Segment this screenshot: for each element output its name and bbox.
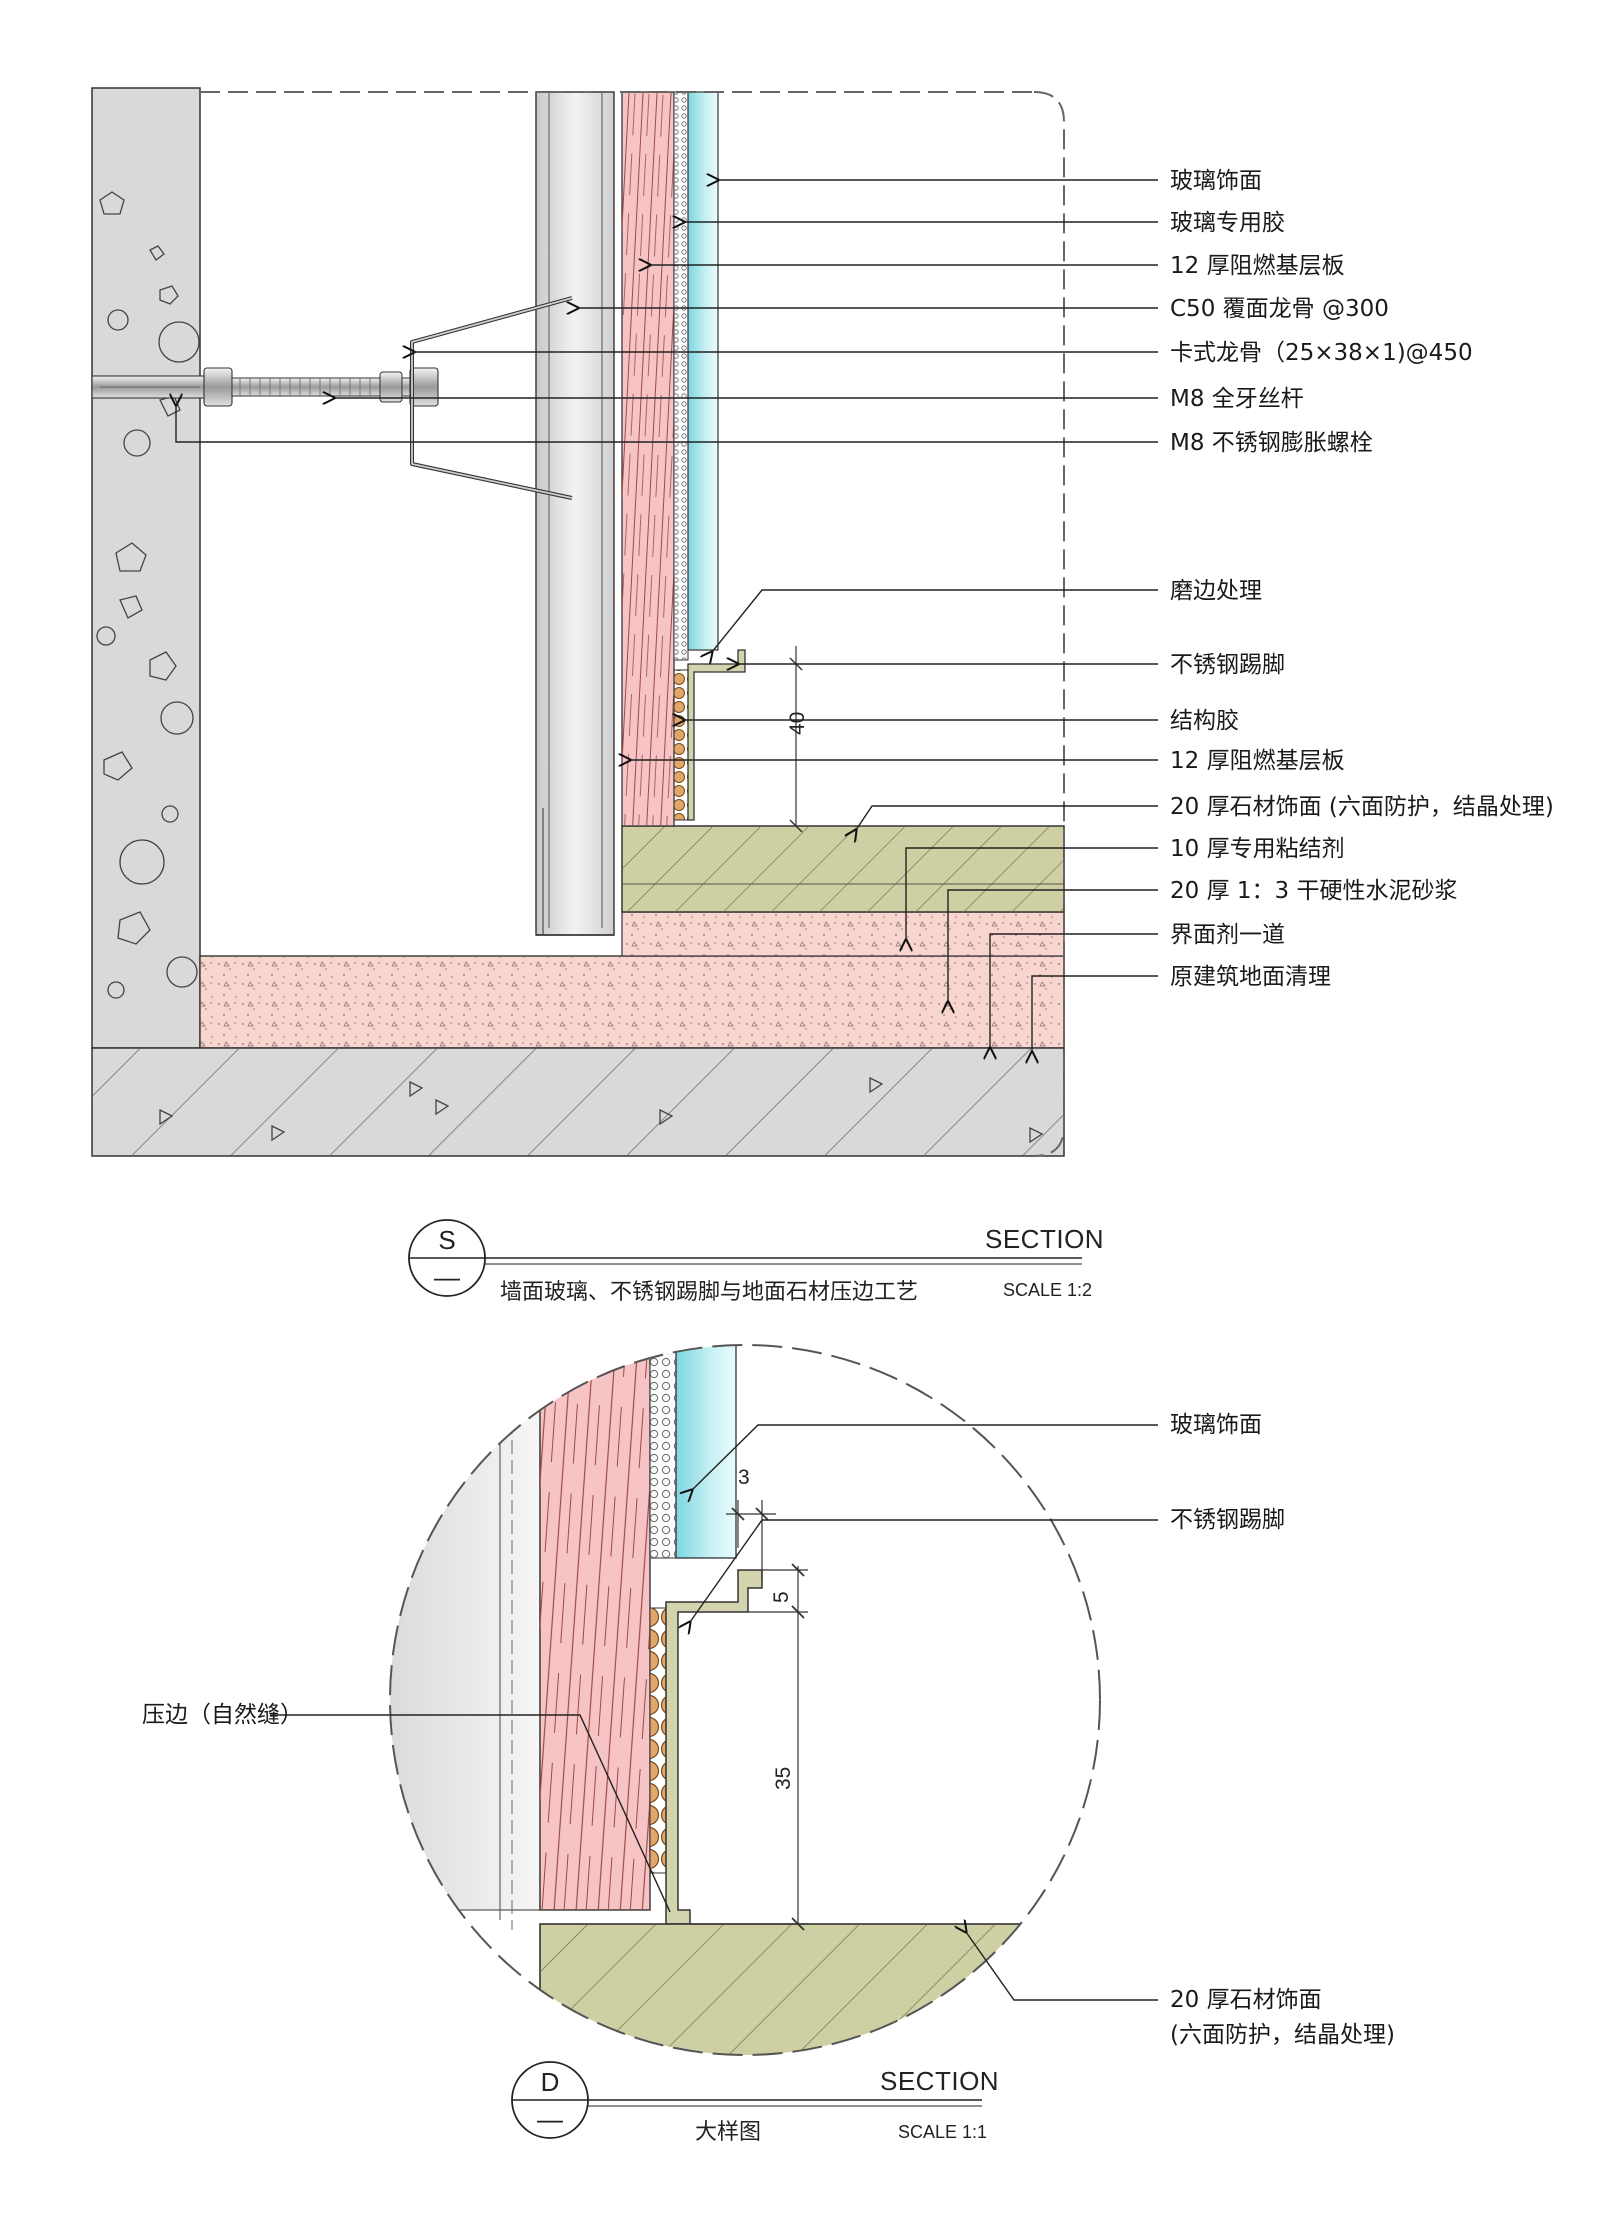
section-d-title-block: [511, 2061, 982, 2139]
section-d-word: SECTION: [880, 2066, 1000, 2096]
label-threaded-rod: M8 全牙丝杆: [1170, 386, 1304, 412]
detail-stud: [390, 1345, 541, 1911]
slab-aggregate: [159, 1076, 1044, 1144]
dimension-40: 40: [786, 711, 809, 735]
detail-dimensions: [690, 1500, 808, 1931]
label-detail-edge: 压边（自然缝）: [142, 1702, 303, 1728]
section-d-title: 大样图: [695, 2120, 762, 2145]
label-expansion-bolt: M8 不锈钢膨胀螺栓: [1170, 430, 1373, 456]
detail-glass: [675, 1345, 737, 1559]
detail-circle: [389, 1344, 1101, 2056]
glass-panel: [687, 91, 719, 651]
concrete-wall: [91, 87, 201, 1049]
section-s-scale: SCALE 1:2: [1003, 1280, 1093, 1300]
section-d-sub: —: [537, 2104, 563, 2134]
label-structural-glue: 结构胶: [1170, 708, 1239, 734]
section-s-title-block: [408, 1219, 1082, 1297]
section-d-id: D: [540, 2067, 560, 2097]
dimension-5: 5: [770, 1591, 793, 1603]
label-base-board-2: 12 厚阻燃基层板: [1170, 748, 1345, 774]
label-stone-finish: 20 厚石材饰面 (六面防护，结晶处理): [1170, 794, 1554, 820]
label-detail-stone-1: 20 厚石材饰面: [1170, 1987, 1322, 2013]
structural-glue: [673, 669, 689, 821]
section-d-scale: SCALE 1:1: [898, 2122, 988, 2142]
label-edge-polish: 磨边处理: [1170, 578, 1262, 604]
dimension-35: 35: [772, 1766, 795, 1790]
detail-skirting: [665, 1569, 763, 1925]
section-s-id: S: [438, 1225, 456, 1255]
label-detail-skirting: 不锈钢踢脚: [1170, 1507, 1285, 1533]
label-mortar: 20 厚 1：3 干硬性水泥砂浆: [1170, 878, 1458, 904]
section-s-drawing: [91, 87, 1158, 1157]
concrete-aggregate: [96, 191, 200, 999]
label-glass-finish: 玻璃饰面: [1170, 168, 1262, 194]
label-skirting: 不锈钢踢脚: [1170, 652, 1285, 678]
label-detail-glass: 玻璃饰面: [1170, 1412, 1262, 1438]
label-base-board: 12 厚阻燃基层板: [1170, 253, 1345, 279]
section-d-drawing: [390, 1345, 1100, 2055]
section-s-sub: —: [434, 1262, 460, 1292]
leader-lines-d: [270, 1424, 1158, 2001]
section-s-title: 墙面玻璃、不锈钢踢脚与地面石材压边工艺: [500, 1280, 919, 1305]
label-clip-channel: 卡式龙骨（25×38×1)@450: [1170, 340, 1473, 366]
label-interface-agent: 界面剂一道: [1170, 922, 1285, 948]
label-glass-adhesive: 玻璃专用胶: [1170, 210, 1285, 236]
section-s-word: SECTION: [985, 1224, 1105, 1254]
dimension-3: 3: [738, 1466, 750, 1489]
stainless-skirting: [687, 649, 746, 821]
label-adhesive-10: 10 厚专用粘结剂: [1170, 836, 1345, 862]
detail-boundary: [1033, 91, 1065, 1157]
label-detail-stone-2: (六面防护，结晶处理): [1170, 2022, 1395, 2048]
label-floor-clean: 原建筑地面清理: [1170, 964, 1331, 990]
leader-lines-s: [176, 180, 1158, 1052]
bolt-nut: [203, 367, 233, 407]
label-c50-stud: C50 覆面龙骨 @300: [1170, 296, 1389, 322]
